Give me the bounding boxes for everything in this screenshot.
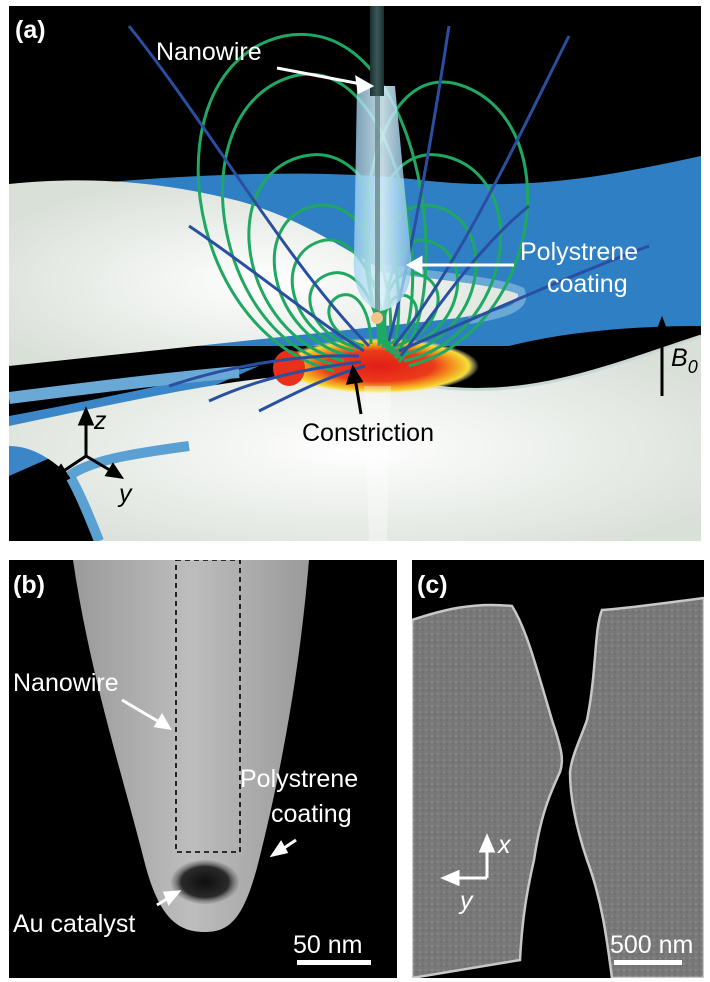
axis-c-y-label: y bbox=[458, 887, 474, 915]
coating-label-a-line2: coating bbox=[547, 270, 628, 298]
scale-bar-c-label: 500 nm bbox=[610, 931, 693, 959]
panel-b-label: (b) bbox=[13, 571, 45, 599]
axis-z-label: z bbox=[93, 407, 107, 435]
constriction-label: Constriction bbox=[302, 419, 434, 447]
panel-c-label: (c) bbox=[417, 571, 448, 599]
panel-c-micrograph: (c) x y 500 nm bbox=[412, 560, 704, 978]
axis-y-label: y bbox=[117, 480, 133, 508]
scale-bar-b-label: 50 nm bbox=[293, 931, 362, 959]
field-b0-label: B0 bbox=[671, 344, 698, 377]
coating-label-b-line1: Polystrene bbox=[240, 765, 358, 793]
nanowire-label-a: Nanowire bbox=[156, 38, 262, 66]
axis-x-label: x bbox=[34, 480, 49, 508]
panel-a-schematic: (a) Nanowire Polystrene coating Constric… bbox=[9, 6, 701, 541]
panel-a-label: (a) bbox=[15, 16, 46, 44]
panel-b-micrograph: (b) Nanowire Polystrene coating Au catal… bbox=[9, 560, 397, 978]
coating-label-a-line1: Polystrene bbox=[520, 238, 638, 266]
nanowire-label-b: Nanowire bbox=[13, 669, 119, 697]
coating-label-b-line2: coating bbox=[271, 800, 352, 828]
catalyst-label: Au catalyst bbox=[13, 910, 135, 938]
axis-c-x-label: x bbox=[497, 831, 512, 859]
